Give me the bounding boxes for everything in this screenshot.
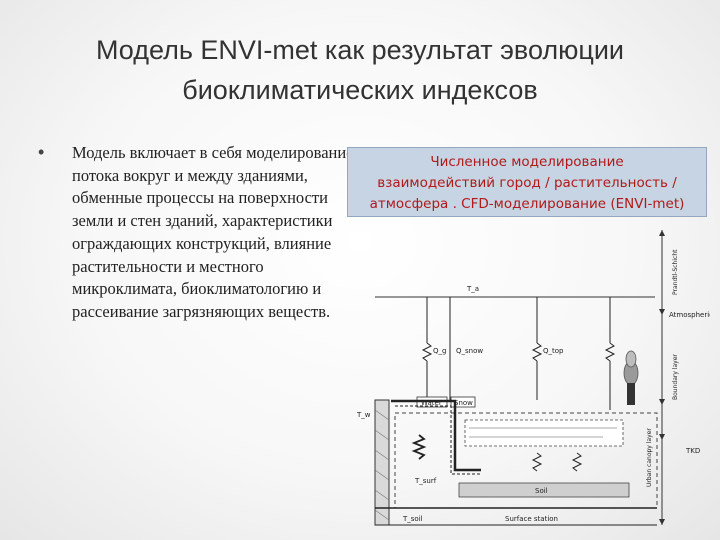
callout-box: Численное моделирование взаимодействий г… — [347, 147, 707, 217]
equation-lines — [469, 427, 617, 438]
label-tsoil: T_soil — [402, 515, 423, 523]
coil-center — [531, 452, 543, 472]
title-line-2: биоклиматических индексов — [182, 75, 538, 105]
label-qtop: Q_top — [543, 347, 564, 355]
callout-line-2: взаимодействий город / растительность / — [377, 175, 677, 191]
label-soil: Soil — [535, 487, 548, 495]
flow-path-outer — [391, 399, 481, 472]
label-surface-station: Surface station — [505, 515, 558, 523]
label-tsurf: T_surf — [414, 477, 437, 485]
soil-layer — [458, 482, 630, 498]
label-urban-canopy: Urban canopy layer — [646, 428, 653, 487]
coil-right — [571, 452, 583, 472]
label-tkd: TKD — [685, 447, 700, 455]
label-ta: T_a — [466, 285, 479, 293]
slide-title: Модель ENVI-met как результат эволюции б… — [40, 30, 680, 110]
tree-icon — [623, 350, 639, 405]
callout-line-1: Численное моделирование — [430, 154, 624, 170]
bullet-text: Модель включает в себя моделирование пот… — [72, 143, 354, 321]
label-atmosphere-model: Atmospheric model — [669, 311, 710, 319]
label-boundary-layer: Boundary layer — [672, 354, 679, 400]
envimet-diagram: Prandtl-Schicht Boundary layer Urban can… — [355, 225, 710, 538]
axis-arrow-3 — [659, 434, 665, 440]
flow-path-inner — [395, 405, 481, 475]
canopy-enclosure — [394, 412, 658, 509]
wall-hatch — [374, 409, 390, 521]
resistor-chains — [421, 297, 616, 410]
title-line-1: Модель ENVI-met как результат эволюции — [95, 35, 625, 65]
label-qsnow: Q_snow — [456, 347, 483, 355]
axis-arrow-bottom — [659, 519, 665, 525]
coil-left — [411, 434, 427, 460]
label-surface-layer: Prandtl-Schicht — [672, 249, 679, 295]
axis-arrow-1 — [659, 309, 665, 315]
equation-box — [464, 419, 624, 447]
callout-line-3: атмосфера . CFD-моделирование (ENVI-met) — [369, 196, 685, 212]
axis-arrow-top — [659, 230, 665, 236]
label-tw: T_w — [356, 411, 371, 419]
label-snow: Snow — [454, 399, 473, 407]
bullet-marker: • — [38, 142, 45, 162]
envimet-diagram-svg: Prandtl-Schicht Boundary layer Urban can… — [356, 230, 710, 526]
label-qg: Q_g — [433, 347, 446, 355]
label-water: Water — [421, 399, 442, 407]
axis-arrow-2 — [659, 399, 665, 405]
